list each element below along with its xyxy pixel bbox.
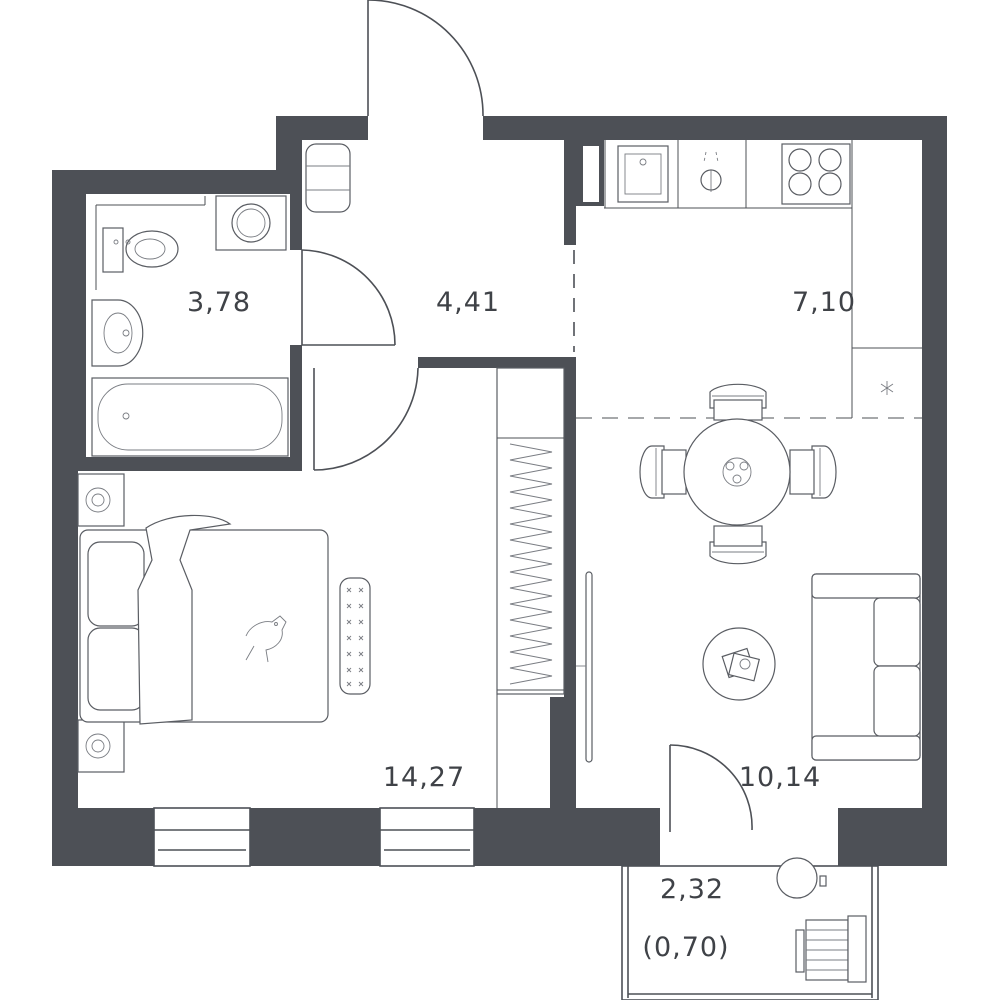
bathroom-fixtures <box>91 195 289 457</box>
faucet <box>700 151 722 192</box>
balcony <box>621 857 879 1000</box>
windows <box>153 807 475 867</box>
fridge-star-icon <box>880 381 894 395</box>
living-area-label: 10,14 <box>739 762 821 793</box>
hallway-area-label: 4,41 <box>436 287 500 318</box>
walls <box>52 116 947 866</box>
kitchen-area-label: 7,10 <box>792 287 856 318</box>
hallway-pouf <box>305 143 351 213</box>
toilet <box>102 227 179 273</box>
wardrobe <box>496 367 565 808</box>
sink <box>91 299 144 367</box>
bed <box>79 514 371 725</box>
nightstand-bottom <box>77 719 125 773</box>
coffee-table <box>702 627 776 701</box>
bathtub <box>91 377 289 457</box>
washing-machine <box>215 195 287 251</box>
dining-table <box>683 418 791 526</box>
kitchen-counter <box>604 140 922 418</box>
bedroom-area-label: 14,27 <box>383 762 465 793</box>
kitchen-sink <box>617 145 669 203</box>
cooktop <box>781 143 851 205</box>
dog-icon <box>245 615 287 663</box>
balcony-area-label: 2,32 <box>660 874 724 905</box>
balcony-lounger <box>795 915 867 983</box>
nightstand-top <box>77 473 125 527</box>
chair-left <box>639 445 687 499</box>
balcony-reduced-area-label: (0,70) <box>642 932 729 963</box>
dining-set <box>639 383 837 565</box>
bathroom-area-label: 3,78 <box>187 287 251 318</box>
chair-bottom <box>709 525 767 565</box>
doors <box>301 0 753 832</box>
chair-right <box>789 445 837 499</box>
tv <box>576 571 593 763</box>
table-decor <box>722 457 752 487</box>
sofa <box>811 573 921 761</box>
balcony-table <box>776 857 818 899</box>
chair-top <box>709 383 767 421</box>
